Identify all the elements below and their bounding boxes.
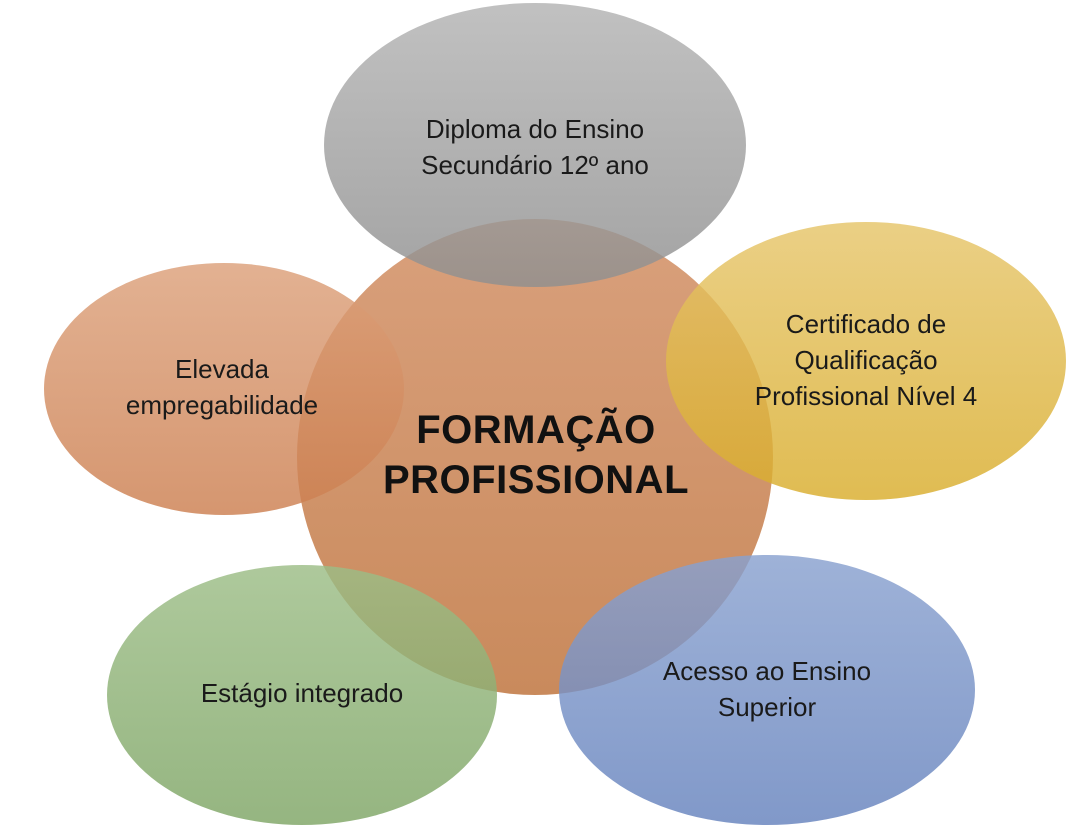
- title-line: PROFISSIONAL: [382, 458, 690, 502]
- node-empregabilidade-label: Elevada empregabilidade: [126, 351, 318, 423]
- center-title: FORMAÇÃO PROFISSIONAL: [383, 405, 689, 505]
- label-line: Profissional Nível 4: [754, 381, 978, 411]
- title-line: FORMAÇÃO: [416, 408, 656, 452]
- node-estagio-ellipse: [107, 565, 497, 825]
- label-line: Certificado de: [785, 309, 947, 339]
- node-empregabilidade-ellipse: [44, 263, 404, 515]
- label-line: Estágio integrado: [200, 678, 404, 708]
- label-line: Superior: [717, 692, 817, 722]
- node-diploma-ellipse: [324, 3, 746, 287]
- node-diploma-label: Diploma do Ensino Secundário 12º ano: [421, 111, 649, 183]
- label-line: Qualificação: [794, 345, 938, 375]
- label-line: Secundário 12º ano: [421, 150, 649, 180]
- node-certificado-label: Certificado de Qualificação Profissional…: [755, 306, 978, 414]
- center-circle: [297, 219, 773, 695]
- label-line: Elevada: [175, 354, 269, 384]
- label-line: empregabilidade: [125, 390, 319, 420]
- node-certificado-ellipse: [666, 222, 1066, 500]
- node-estagio-label: Estágio integrado: [201, 675, 403, 711]
- node-acesso-ellipse: [559, 555, 975, 825]
- label-line: Acesso ao Ensino: [662, 656, 872, 686]
- node-acesso-label: Acesso ao Ensino Superior: [663, 653, 871, 725]
- label-line: Diploma do Ensino: [425, 114, 645, 144]
